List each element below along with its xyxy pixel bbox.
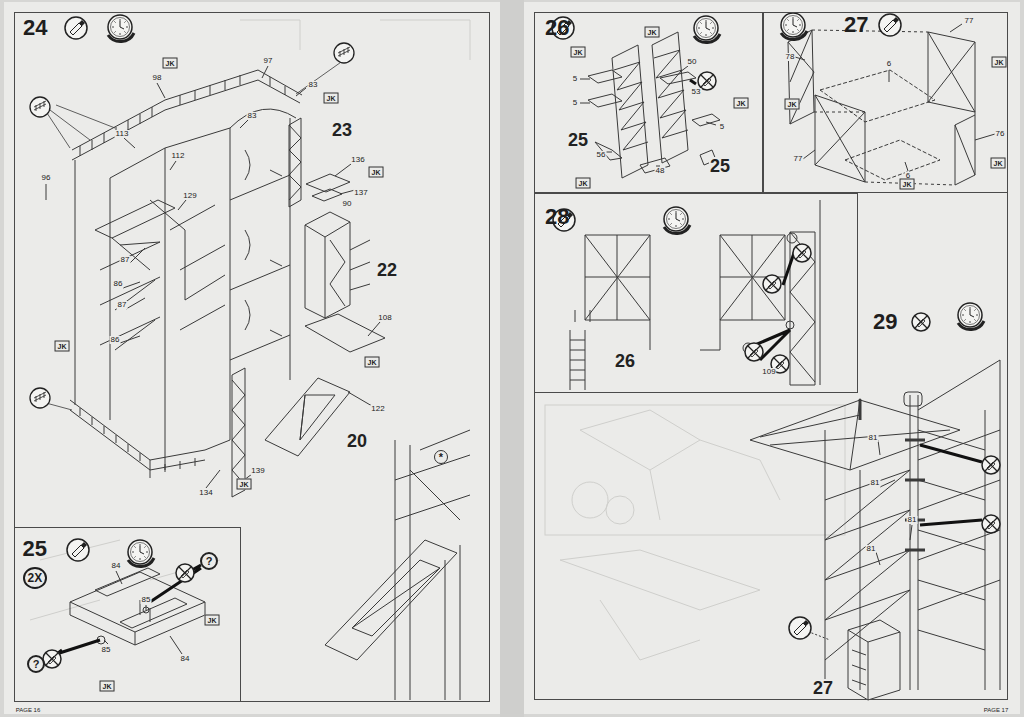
part-number: 108 [377, 314, 392, 322]
part-number: 48 [655, 167, 666, 175]
page-number: PAGE 16 [15, 707, 42, 713]
part-number: 77 [964, 17, 975, 25]
part-number: 77 [793, 155, 804, 163]
colour-code: JK [163, 58, 178, 69]
part-number: 78 [785, 53, 796, 61]
part-number: 136 [350, 156, 365, 164]
part-number: 134 [198, 489, 213, 497]
part-number: 81 [866, 545, 877, 553]
part-callout: 20 [346, 432, 368, 450]
part-number: 129 [182, 192, 197, 200]
colour-code: JK [369, 167, 384, 178]
step-number: 27 [844, 14, 868, 36]
part-number: 109 [761, 368, 776, 376]
quantity-badge: 2X [23, 567, 48, 589]
part-number: 112 [171, 152, 186, 160]
detail-mark: * [434, 450, 448, 464]
part-number: 6 [886, 60, 892, 68]
part-number: 84 [180, 655, 191, 663]
part-number: 84 [111, 562, 122, 570]
colour-code: JK [100, 681, 115, 692]
step-panel: 26 [534, 12, 763, 193]
part-number: 5 [572, 75, 578, 83]
part-callout: 27 [812, 679, 834, 697]
part-number: 85 [101, 646, 112, 654]
part-number: 113 [115, 130, 130, 138]
colour-code: JK [365, 357, 380, 368]
part-number: 97 [263, 57, 274, 65]
colour-code: JK [237, 479, 252, 490]
part-number: 53 [691, 88, 702, 96]
colour-code: JK [205, 615, 220, 626]
part-number: 90 [342, 200, 353, 208]
colour-code: JK [991, 158, 1006, 169]
part-number: 137 [353, 189, 368, 197]
query-mark: ? [200, 552, 218, 570]
part-number: 87 [120, 256, 131, 264]
step-number: 29 [873, 311, 897, 333]
page-number: PAGE 17 [983, 707, 1010, 713]
part-callout: 26 [614, 352, 636, 370]
part-number: 122 [370, 405, 385, 413]
step-panel: 252X [14, 527, 241, 702]
part-callout: 23 [331, 121, 353, 139]
part-number: 83 [247, 112, 258, 120]
step-number: 25 [23, 538, 47, 560]
colour-code: JK [734, 98, 749, 109]
query-mark: ? [27, 655, 45, 673]
part-number: 98 [152, 74, 163, 82]
colour-code: JK [785, 99, 800, 110]
part-number: 86 [113, 280, 124, 288]
part-number: 81 [870, 479, 881, 487]
part-number: 87 [117, 301, 128, 309]
step-panel: 24252X [14, 12, 490, 702]
colour-code: JK [571, 47, 586, 58]
part-callout: 25 [709, 157, 731, 175]
colour-code: JK [55, 341, 70, 352]
step-number: 26 [545, 17, 569, 39]
step-number: 24 [23, 17, 47, 39]
step-panel: 27 [763, 12, 1008, 193]
part-callout: 25 [567, 131, 589, 149]
step-number: 28 [545, 206, 569, 228]
page-frame [534, 12, 1008, 700]
colour-code: JK [324, 93, 339, 104]
part-callout: 22 [376, 261, 398, 279]
part-number: 139 [250, 467, 265, 475]
part-number: 85 [141, 596, 152, 604]
colour-code: JK [992, 57, 1007, 68]
part-number: 96 [41, 174, 52, 182]
part-number: 76 [995, 130, 1006, 138]
part-number: 6 [905, 172, 911, 180]
colour-code: JK [576, 178, 591, 189]
part-number: 86 [110, 336, 121, 344]
colour-code: JK [645, 27, 660, 38]
part-number: 5 [572, 99, 578, 107]
step-panel: 29 26 27 28 [534, 12, 1008, 700]
part-number: 81 [907, 516, 918, 524]
part-number: 50 [687, 58, 698, 66]
step-panel: 28 [534, 193, 858, 393]
part-number: 81 [868, 434, 879, 442]
part-number: 83 [308, 81, 319, 89]
part-number: 56 [596, 151, 607, 159]
part-number: 5 [719, 123, 725, 131]
colour-code: JK [900, 179, 915, 190]
